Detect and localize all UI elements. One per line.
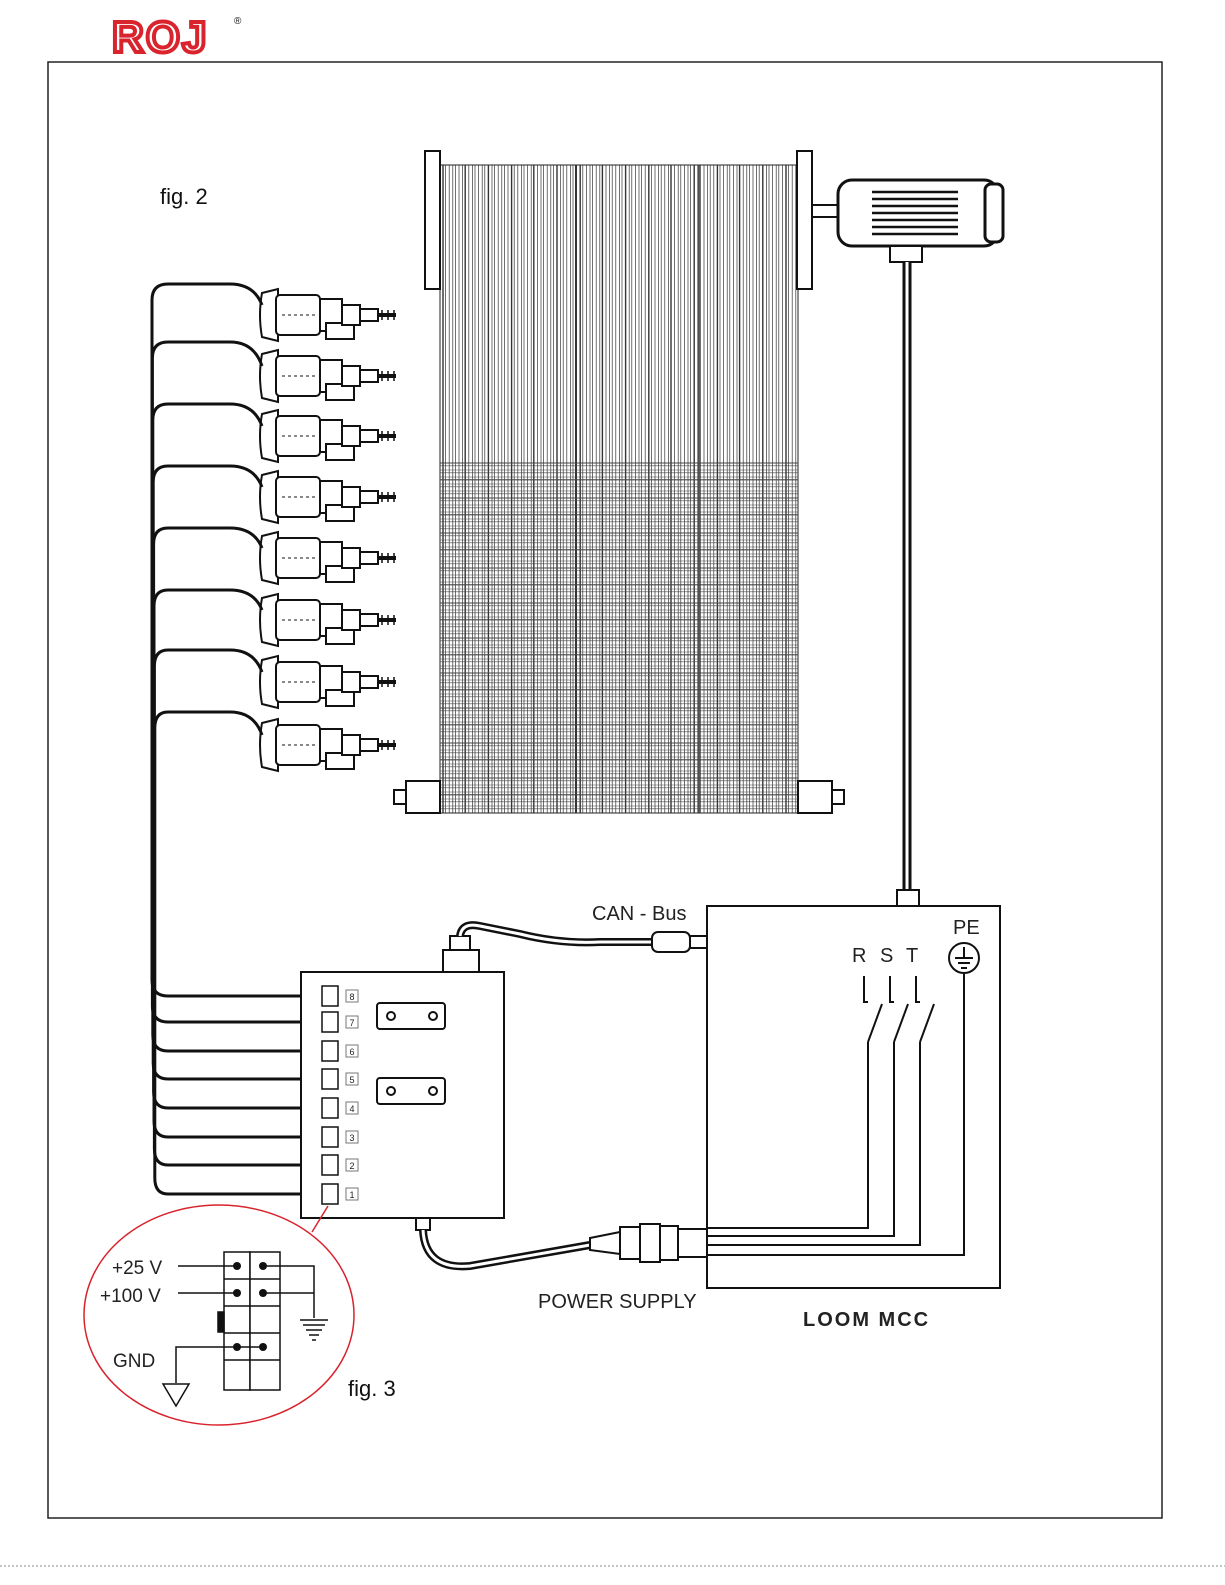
- can-bus-label: CAN - Bus: [592, 903, 686, 925]
- power-supply-label: POWER SUPPLY: [538, 1291, 697, 1313]
- fig3-label: fig. 3: [348, 1376, 396, 1401]
- slot-connector: [322, 1041, 338, 1061]
- yarn-feeder-icon: [260, 410, 396, 462]
- phase-r: R: [852, 945, 866, 967]
- cloth-roller-left: [406, 781, 440, 813]
- fig3-detail: +25 V +100 V GND: [84, 1205, 354, 1425]
- phase-labels: R S T: [852, 945, 918, 967]
- yarn-feeder-icon: [260, 471, 396, 523]
- motor-icon: [812, 180, 1003, 262]
- logo-mark: ®: [234, 16, 242, 27]
- fig2-label: fig. 2: [160, 184, 208, 209]
- warp-beam-right: [797, 151, 812, 289]
- gnd-triangle-icon: [163, 1384, 189, 1406]
- slot-number: 1: [349, 1190, 354, 1200]
- feeder-cable: [155, 712, 322, 1194]
- protective-earth-icon: [949, 943, 979, 973]
- cloth-roller-right: [798, 781, 832, 813]
- slot-connector: [322, 1184, 338, 1204]
- v100-label: +100 V: [100, 1286, 161, 1307]
- loom-mcc-label: LOOM MCC: [803, 1309, 930, 1331]
- phase-s: S: [880, 945, 893, 967]
- phase-t: T: [906, 945, 918, 967]
- yarn-feeder-icon: [260, 350, 396, 402]
- pe-label: PE: [953, 917, 980, 939]
- slot-connector: [322, 986, 338, 1006]
- roj-logo: ROJ ®: [112, 13, 242, 62]
- slot-connector: [322, 1155, 338, 1175]
- power-supply-cable: [423, 1224, 708, 1266]
- yarn-feeder-icon: [260, 594, 396, 646]
- slot-number: 3: [349, 1133, 354, 1143]
- slot-number: 2: [349, 1161, 354, 1171]
- logo-text: ROJ: [112, 13, 208, 62]
- slot-number: 4: [349, 1104, 354, 1114]
- can-bus-cable: [460, 925, 708, 952]
- slot-number: 7: [349, 1018, 354, 1028]
- yarn-feeder-icon: [260, 719, 396, 771]
- motor-cable: [897, 262, 919, 908]
- yarn-feeder-icon: [260, 289, 396, 341]
- slot-connector: [322, 1012, 338, 1032]
- ground-icon: [300, 1320, 328, 1340]
- yarn-feeder-icon: [260, 656, 396, 708]
- warp-beam-left: [425, 151, 440, 289]
- mounting-bracket-top: [377, 1003, 445, 1029]
- slot-connector: [322, 1098, 338, 1118]
- slot-connector: [322, 1069, 338, 1089]
- slot-connector: [322, 1127, 338, 1147]
- mounting-bracket-bottom: [377, 1078, 445, 1104]
- yarn-feeder-icon: [260, 532, 396, 584]
- distribution-box: 8 7 6 5 4 3 2 1: [301, 936, 504, 1230]
- slot-number: 8: [349, 992, 354, 1002]
- loom-warp: [394, 151, 844, 813]
- slot-number: 6: [349, 1047, 354, 1057]
- v25-label: +25 V: [112, 1258, 163, 1279]
- gnd-label: GND: [113, 1351, 155, 1372]
- slot-number: 5: [349, 1075, 354, 1085]
